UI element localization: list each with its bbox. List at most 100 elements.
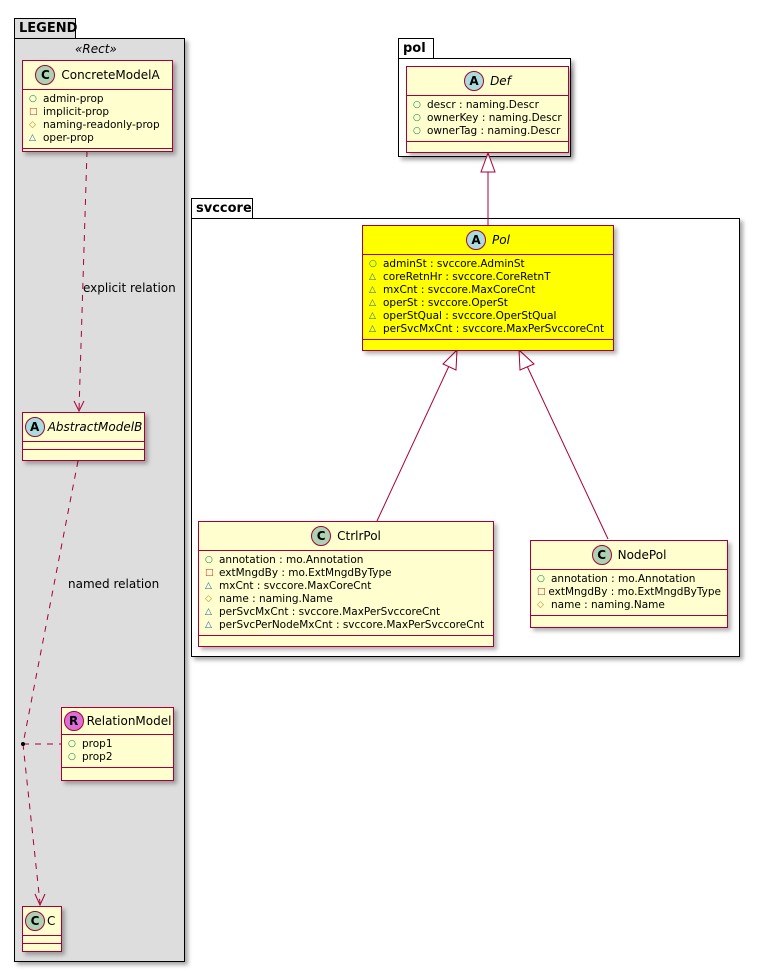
public-visibility-icon: ○ xyxy=(68,739,76,749)
attribute-text: perSvcMxCnt : svccore.MaxPerSvccoreCnt xyxy=(383,323,605,335)
public-visibility-icon: ○ xyxy=(369,259,377,269)
private-visibility-icon: □ xyxy=(29,107,38,117)
package-visibility-icon: △ xyxy=(369,298,376,308)
abstract-spot-icon: A xyxy=(466,230,487,250)
package-visibility-icon: △ xyxy=(29,133,36,143)
class-attribute: □ extMngdBy : mo.ExtMngdByType xyxy=(205,567,487,580)
class-attribute: △ perSvcPerNodeMxCnt : svccore.MaxPerSvcc… xyxy=(205,619,487,632)
nodepol-generalization-arrow xyxy=(518,348,535,371)
package-visibility-icon: △ xyxy=(369,311,376,321)
public-visibility-icon: ○ xyxy=(413,100,421,110)
class-attribute: △ mxCnt : svccore.MaxCoreCnt xyxy=(369,284,607,297)
attribute-text: prop2 xyxy=(82,751,113,763)
class-attribute: ○ ownerKey : naming.Descr xyxy=(413,112,562,125)
public-visibility-icon: ○ xyxy=(68,752,76,762)
class-attribute: □ implicit-prop xyxy=(29,106,166,119)
attribute-text: annotation : mo.Annotation xyxy=(551,573,696,585)
explicit-relation-label: explicit relation xyxy=(83,281,176,295)
attribute-text: oper-prop xyxy=(43,132,94,144)
package-visibility-icon: △ xyxy=(369,285,376,295)
attribute-text: naming-readonly-prop xyxy=(43,119,160,131)
attribute-list: ○ prop1 ○ prop2 xyxy=(62,735,173,768)
package-visibility-icon: △ xyxy=(205,607,212,617)
class-attribute: ○ annotation : mo.Annotation xyxy=(537,573,721,586)
legend-package-tab: LEGEND xyxy=(14,18,77,39)
class-attribute: ◇ name : naming.Name xyxy=(537,599,721,612)
class-relation-model[interactable]: R RelationModel ○ prop1 ○ prop2 xyxy=(61,707,174,781)
attribute-text: annotation : mo.Annotation xyxy=(219,554,364,566)
package-visibility-icon: △ xyxy=(369,272,376,282)
class-c[interactable]: C C xyxy=(22,906,62,952)
class-name: Pol xyxy=(492,233,510,247)
class-attribute: ○admin-prop xyxy=(29,93,166,106)
package-visibility-icon: △ xyxy=(205,620,212,630)
named-relation-line xyxy=(22,460,79,904)
explicit-relation-arrowhead xyxy=(73,400,85,413)
private-visibility-icon: □ xyxy=(537,587,546,597)
pol-def-generalization-arrow xyxy=(480,151,496,173)
class-spot-icon: C xyxy=(311,526,332,546)
class-attribute: △mxCnt : svccore.MaxCoreCnt xyxy=(205,580,487,593)
attribute-text: coreRetnHr : svccore.CoreRetnT xyxy=(383,271,551,283)
named-relation-label: named relation xyxy=(68,577,160,591)
attribute-text: name : naming.Name xyxy=(551,599,665,611)
attribute-text: prop1 xyxy=(82,738,113,750)
class-attribute: ○ prop1 xyxy=(68,738,167,751)
named-relation-arrowhead xyxy=(34,893,46,907)
class-name: AbstractModelB xyxy=(47,420,143,434)
class-attribute: △ operStQual : svccore.OperStQual xyxy=(369,310,607,323)
pol-package-tab: pol xyxy=(398,38,434,59)
protected-visibility-icon: ◇ xyxy=(537,600,544,610)
attribute-list: ○ adminSt : svccore.AdminSt △ coreRetnHr : … xyxy=(363,255,613,340)
class-attribute: △ coreRetnHr : svccore.CoreRetnT xyxy=(369,271,607,284)
class-name: ConcreteModelA xyxy=(61,68,160,82)
attribute-text: descr : naming.Descr xyxy=(427,99,539,111)
class-name: C xyxy=(47,914,56,928)
class-attribute: ○ adminSt : svccore.AdminSt xyxy=(369,258,607,271)
class-name: NodePol xyxy=(617,548,667,562)
class-attribute: ○ prop2 xyxy=(68,751,167,764)
public-visibility-icon: ○ xyxy=(413,126,421,136)
legend-stereotype: «Rect» xyxy=(75,42,117,56)
class-attribute: ○annotation : mo.Annotation xyxy=(205,554,487,567)
class-attribute: △perSvcMxCnt : svccore.MaxPerSvccoreCnt xyxy=(369,323,607,336)
ctrlrpol-generalization-arrow xyxy=(442,348,458,371)
attribute-text: ownerKey : naming.Descr xyxy=(427,112,562,124)
class-concrete-model-a[interactable]: C ConcreteModelA ○admin-prop□ implicit-pr… xyxy=(22,60,173,152)
attribute-text: ownerTag : naming.Descr xyxy=(427,125,561,137)
class-name: RelationModel xyxy=(86,714,172,728)
class-nodepol[interactable]: C NodePol ○annotation : mo.Annotation□ex… xyxy=(530,540,728,628)
attribute-list: ○ descr : naming.Descr ○ ownerKey : naming.… xyxy=(407,96,568,142)
class-attribute: ○ descr : naming.Descr xyxy=(413,99,562,112)
class-spot-icon: C xyxy=(35,65,56,85)
attribute-text: adminSt : svccore.AdminSt xyxy=(383,258,525,270)
private-visibility-icon: □ xyxy=(205,568,214,578)
package-visibility-icon: △ xyxy=(205,581,212,591)
attribute-text: extMngdBy : mo.ExtMngdByType xyxy=(219,567,392,579)
class-spot-icon: C xyxy=(591,545,612,565)
svccore-package-tab: svccore xyxy=(191,198,253,219)
attribute-text: operSt : svccore.OperSt xyxy=(383,297,508,309)
attribute-text: perSvcPerNodeMxCnt : svccore.MaxPerSvcco… xyxy=(219,619,485,631)
attribute-text: name : naming.Name xyxy=(219,593,333,605)
attribute-text: implicit-prop xyxy=(43,106,110,118)
attribute-text: mxCnt : svccore.MaxCoreCnt xyxy=(383,284,536,296)
public-visibility-icon: ○ xyxy=(537,574,545,584)
class-attribute: ◇name : naming.Name xyxy=(205,593,487,606)
class-pol[interactable]: A Pol ○ adminSt : svccore.AdminSt △ coreRet… xyxy=(362,225,614,351)
public-visibility-icon: ○ xyxy=(413,113,421,123)
class-ctrlrpol[interactable]: C CtrlrPol ○annotation : mo.Annotation□e… xyxy=(198,521,494,647)
attribute-text: perSvcMxCnt : svccore.MaxPerSvccoreCnt xyxy=(219,606,441,618)
attribute-text: operStQual : svccore.OperStQual xyxy=(383,310,557,322)
relation-spot-icon: R xyxy=(63,711,84,731)
class-attribute: △ perSvcMxCnt : svccore.MaxPerSvccoreCnt xyxy=(205,606,487,619)
nodepol-generalization-line xyxy=(526,365,609,540)
attribute-list: ○admin-prop□ implicit-prop ◇ naming-readonl… xyxy=(23,90,172,149)
class-def[interactable]: A Def ○descr : naming.Descr○ownerKey : n… xyxy=(406,66,569,153)
class-abstract-model-b[interactable]: A AbstractModelB xyxy=(22,412,145,461)
attribute-list: ○annotation : mo.Annotation□extMngdBy : … xyxy=(531,570,727,616)
protected-visibility-icon: ◇ xyxy=(29,120,36,130)
public-visibility-icon: ○ xyxy=(29,94,37,104)
class-name: Def xyxy=(490,74,511,88)
